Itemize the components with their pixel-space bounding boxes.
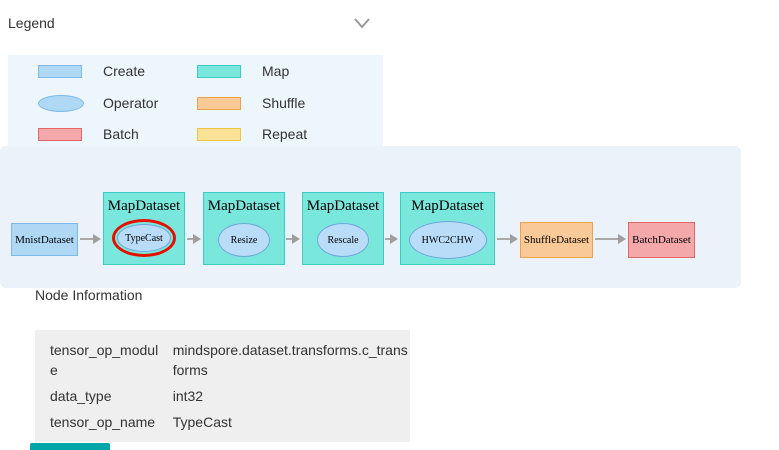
legend-label-create: Create (103, 63, 146, 79)
operator-label: Rescale (327, 234, 359, 246)
node-title: MapDataset (107, 198, 181, 214)
graph-node-mapdataset-hwc2chw[interactable]: MapDataset HWC2CHW (400, 192, 495, 265)
node-label: ShuffleDataset (523, 234, 590, 246)
legend-swatch-map (197, 65, 241, 78)
legend-swatch-shuffle (197, 97, 241, 110)
operator-ellipse[interactable]: TypeCast (117, 224, 171, 252)
legend-label-operator: Operator (103, 95, 159, 111)
graph-node-shuffledataset[interactable]: ShuffleDataset (520, 222, 593, 258)
chevron-down-icon[interactable] (351, 16, 373, 30)
legend-panel: Create Map Operator Shuffle Batch Repeat (8, 55, 383, 148)
legend-swatch-operator (38, 95, 84, 112)
legend-label-shuffle: Shuffle (262, 95, 306, 111)
node-title: MapDataset (207, 198, 281, 214)
bottom-teal-button-sliver[interactable] (30, 443, 110, 450)
graph-node-batchdataset[interactable]: BatchDataset (628, 222, 695, 258)
table-key: data_type (50, 388, 112, 404)
node-label: BatchDataset (632, 234, 691, 246)
node-information-title: Node Information (35, 287, 143, 303)
table-row: data_type int32 (35, 383, 410, 409)
legend-label-batch: Batch (103, 126, 139, 142)
operator-label: HWC2CHW (421, 234, 474, 246)
graph-node-mnistdataset[interactable]: MnistDataset (11, 223, 78, 256)
legend-swatch-repeat (197, 128, 241, 141)
operator-ellipse[interactable]: HWC2CHW (408, 221, 487, 259)
legend-section-title: Legend (8, 15, 55, 31)
table-key: tensor_op_module (50, 342, 159, 378)
graph-node-mapdataset-rescale[interactable]: MapDataset Rescale (302, 192, 384, 265)
dataset-graph-canvas[interactable]: MnistDataset MapDataset TypeCast MapData… (0, 146, 741, 288)
table-row: tensor_op_name TypeCast (35, 409, 410, 435)
node-information-table: tensor_op_module mindspore.dataset.trans… (35, 330, 410, 442)
operator-label: TypeCast (125, 232, 163, 244)
table-value: TypeCast (172, 414, 232, 430)
operator-ellipse[interactable]: Rescale (317, 223, 369, 257)
graph-node-mapdataset-resize[interactable]: MapDataset Resize (203, 192, 285, 265)
table-key: tensor_op_name (50, 414, 156, 430)
graph-edges (80, 234, 626, 244)
table-value: mindspore.dataset.transforms.c_transform… (172, 342, 408, 378)
node-title: MapDataset (411, 198, 484, 214)
node-label: MnistDataset (15, 233, 74, 246)
table-value: int32 (172, 388, 204, 404)
legend-swatch-create (38, 65, 82, 78)
operator-label: Resize (230, 234, 258, 246)
graph-node-mapdataset-typecast[interactable]: MapDataset TypeCast (103, 192, 185, 265)
node-title: MapDataset (306, 198, 380, 214)
operator-ellipse[interactable]: Resize (218, 223, 270, 257)
selected-operator-highlight-ring: TypeCast (112, 219, 176, 257)
legend-label-repeat: Repeat (262, 126, 308, 142)
table-row: tensor_op_module mindspore.dataset.trans… (35, 337, 410, 383)
legend-label-map: Map (262, 63, 290, 79)
legend-swatch-batch (38, 128, 82, 141)
